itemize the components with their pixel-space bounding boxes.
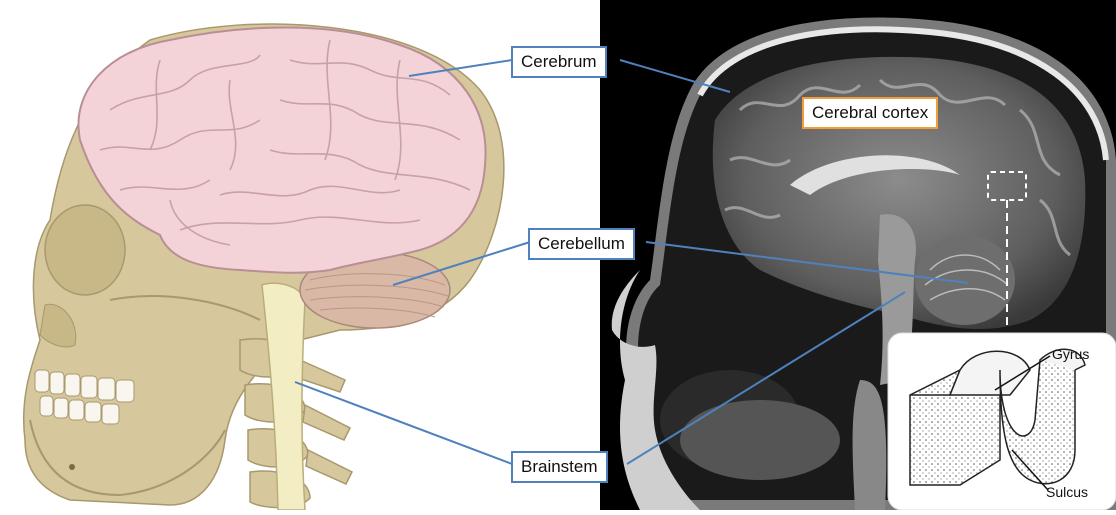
skull-illustration <box>24 24 504 510</box>
sulcus-label: Sulcus <box>1046 484 1088 500</box>
cerebellum-label: Cerebellum <box>528 228 635 260</box>
cerebral-cortex-label: Cerebral cortex <box>802 97 938 129</box>
gyrus-label: Gyrus <box>1052 346 1089 362</box>
mri-cerebellum <box>915 235 1015 325</box>
eye-socket <box>45 205 125 295</box>
brainstem-label: Brainstem <box>511 451 608 483</box>
cerebrum-label: Cerebrum <box>511 46 607 78</box>
